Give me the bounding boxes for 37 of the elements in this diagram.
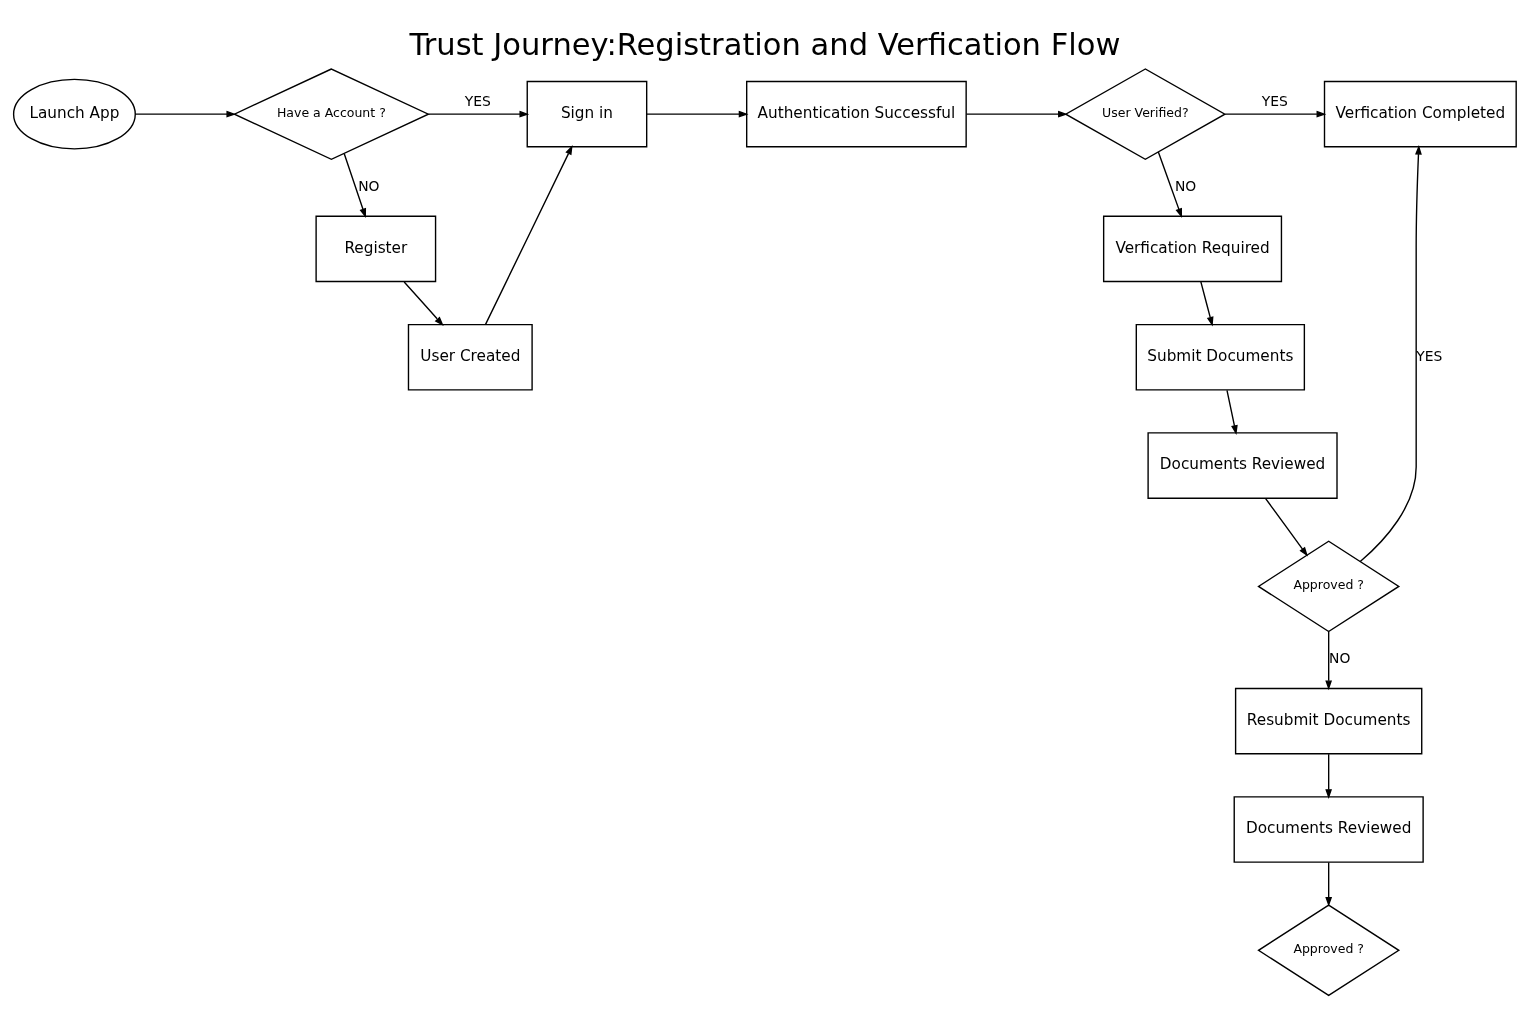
node-box: Verfication Required [1102, 215, 1283, 283]
arrow [1264, 497, 1308, 557]
arrow [1224, 110, 1327, 118]
edge-label: NO [1174, 178, 1197, 195]
edge-label: NO [358, 178, 380, 195]
node-box: Documents Reviewed [1147, 432, 1338, 499]
arrow [427, 110, 530, 118]
node-box: Documents Reviewed [1233, 796, 1424, 863]
edge-label: NO [1329, 650, 1351, 667]
node-box: Verfication Completed [1323, 80, 1517, 148]
node-box: Resubmit Documents [1234, 687, 1423, 755]
arrow [965, 110, 1068, 118]
node-diamond: Approved ? [1257, 904, 1401, 997]
arrow [1325, 753, 1333, 799]
arrow [403, 281, 444, 327]
node-box: Register [315, 215, 437, 283]
arrow [1325, 631, 1333, 691]
arrow [1325, 861, 1333, 907]
arrow [134, 110, 237, 118]
arrow [343, 153, 367, 219]
edge-label: YES [464, 92, 491, 109]
node-ellipse: Launch App [12, 78, 136, 150]
arrow [1226, 389, 1238, 435]
node-box: Submit Documents [1135, 323, 1306, 391]
arrow [1157, 151, 1183, 219]
edge-label: YES [1261, 92, 1288, 109]
arrow [646, 110, 749, 118]
node-box: Authentication Successful [746, 80, 967, 148]
arrow [484, 145, 573, 326]
node-diamond: Have a Account ? [232, 68, 430, 161]
diagram-title: Trust Journey:Registration and Verfication Flow [409, 26, 1121, 62]
node-box: Sign in [526, 80, 648, 148]
arrow [1200, 281, 1214, 327]
node-box: User Created [407, 323, 533, 391]
node-diamond: Approved ? [1257, 540, 1401, 633]
node-diamond: User Verified? [1064, 68, 1227, 161]
arrow [1359, 144, 1422, 563]
